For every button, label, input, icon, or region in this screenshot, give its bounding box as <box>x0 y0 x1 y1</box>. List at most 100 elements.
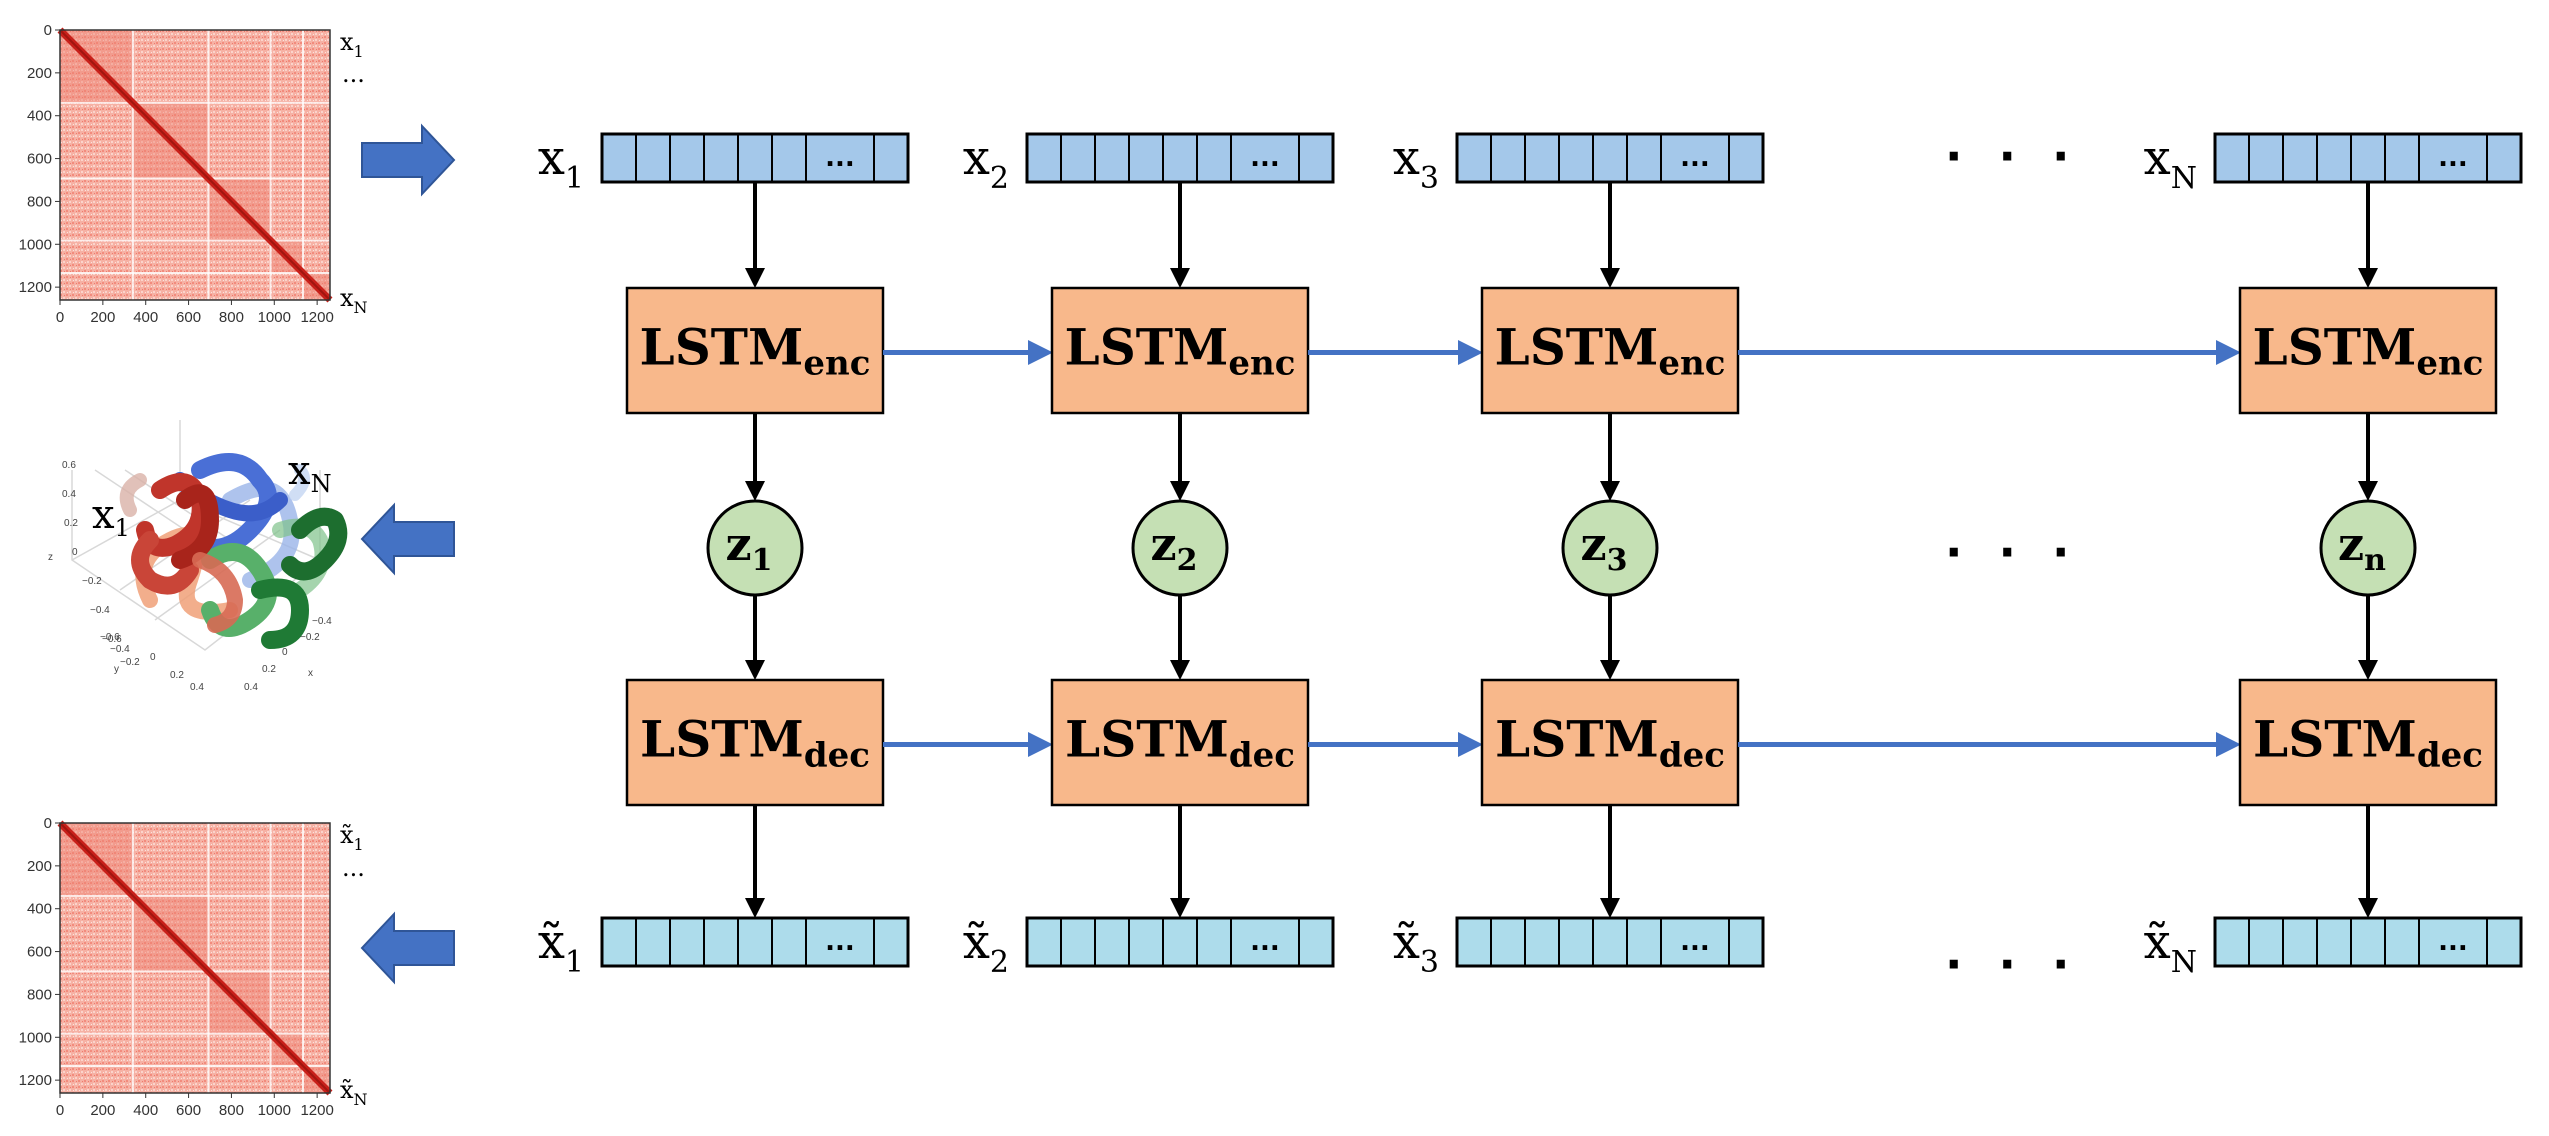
vector-ellipsis: ... <box>825 143 855 173</box>
heatmap-frame <box>59 29 331 301</box>
heatmap-x-tick: 400 <box>133 309 158 326</box>
heatmap-bottom-ellipsis: ... <box>342 854 365 882</box>
heatmap-bottom-label-first: x̃1 <box>340 821 364 854</box>
plot3d-x-tick: −0.4 <box>312 616 332 627</box>
output-vector <box>600 916 910 968</box>
plot3d-y-tick: 0 <box>150 652 156 663</box>
heatmap-y-tick: 1000 <box>19 236 52 253</box>
output-label: x̃1 <box>538 914 584 980</box>
plot3d-y-tick: −0.6 <box>100 632 120 643</box>
decoder-box-label: LSTMdec <box>2253 710 2483 776</box>
heatmap-y-tick: 800 <box>27 986 52 1003</box>
heatmap-diagonal-core <box>59 822 331 1094</box>
plot3d-axis-z-label: z <box>48 552 53 563</box>
output-vector <box>2213 916 2523 968</box>
reconstructed-contact-map: 0020020040040060060080080010001000120012… <box>19 815 334 1119</box>
input-vector <box>2213 132 2523 184</box>
vector-ellipsis: ... <box>2438 927 2468 957</box>
structure-3d-plot: 0.6 0.4 0.2 0 −0.2 −0.4 −0.6 z −0.6 −0.4… <box>48 420 348 693</box>
heatmap-bottom-label-last: x̃N <box>340 1076 368 1109</box>
arrow-to-structure-icon <box>360 502 455 576</box>
plot3d-z-tick: 0.4 <box>62 489 76 500</box>
encoder-box <box>625 286 885 415</box>
latent-ellipsis: · · · <box>1945 525 2079 579</box>
plot3d-y-tick: −0.4 <box>110 644 130 655</box>
vector-ellipsis: ... <box>1250 143 1280 173</box>
heatmap-x-tick: 1200 <box>300 1102 333 1119</box>
input-label: x3 <box>1393 130 1439 196</box>
heatmap-y-tick: 600 <box>27 151 52 168</box>
latent-label: z3 <box>1581 517 1628 578</box>
plot3d-z-tick: 0 <box>72 547 78 558</box>
plot3d-z-tick: −0.6 <box>102 634 122 645</box>
vector-ellipsis: ... <box>1680 927 1710 957</box>
heatmap-top-label-first: x1 <box>340 28 364 61</box>
heatmap-y-tick: 400 <box>27 108 52 125</box>
heatmap-frame <box>59 822 331 1094</box>
input-label: x2 <box>963 130 1009 196</box>
encoder-box-label: LSTMenc <box>2253 318 2484 384</box>
heatmap-y-tick: 400 <box>27 901 52 918</box>
plot3d-y-tick: −0.2 <box>120 657 140 668</box>
plot3d-z-tick: 0.2 <box>64 518 78 529</box>
output-label: x̃2 <box>963 914 1009 980</box>
decoder-box-label: LSTMdec <box>1065 710 1295 776</box>
decoder-box <box>2238 678 2498 807</box>
vector-ellipsis: ... <box>2438 143 2468 173</box>
encoder-box <box>1480 286 1740 415</box>
heatmap-x-tick: 200 <box>90 1102 115 1119</box>
encoder-box-label: LSTMenc <box>1495 318 1726 384</box>
latent-label: zn <box>2338 517 2386 578</box>
plot3d-x-tick: 0.2 <box>262 664 276 675</box>
heatmap-x-tick: 1000 <box>258 309 291 326</box>
heatmap-x-tick: 600 <box>176 1102 201 1119</box>
heatmap-top-label-last: xN <box>340 284 368 317</box>
heatmap-x-tick: 0 <box>56 309 64 326</box>
input-vector <box>1025 132 1335 184</box>
heatmap-y-tick: 800 <box>27 193 52 210</box>
decoder-box <box>1050 678 1310 807</box>
plot3d-z-ticks: 0.6 0.4 0.2 0 −0.2 −0.4 −0.6 <box>62 460 122 645</box>
decoder-box-label: LSTMdec <box>1495 710 1725 776</box>
plot3d-label-start: x1 <box>92 492 130 542</box>
heatmap-top-ellipsis: ... <box>342 60 365 88</box>
plot3d-y-tick: 0.4 <box>190 682 204 693</box>
input-vector <box>1455 132 1765 184</box>
plot3d-axis-x-label: x <box>308 668 313 679</box>
encoder-box-label: LSTMenc <box>640 318 871 384</box>
encoder-box <box>1050 286 1310 415</box>
heatmap-y-tick: 1200 <box>19 1072 52 1089</box>
heatmap-x-tick: 0 <box>56 1102 64 1119</box>
vector-ellipsis: ... <box>1250 927 1280 957</box>
heatmap-x-tick: 800 <box>219 309 244 326</box>
input-label: x1 <box>538 130 584 196</box>
heatmap-x-tick: 200 <box>90 309 115 326</box>
input-vector <box>600 132 910 184</box>
decoder-box <box>1480 678 1740 807</box>
heatmap-bottom: 0020020040040060060080080010001000120012… <box>19 815 334 1119</box>
latent-label: z1 <box>726 517 773 578</box>
heatmap-x-tick: 600 <box>176 309 201 326</box>
plot3d-z-tick: 0.6 <box>62 460 76 471</box>
vector-ellipsis: ... <box>825 927 855 957</box>
plot3d-axis-y-label: y <box>114 664 119 675</box>
input-contact-map: 0020020040040060060080080010001000120012… <box>19 22 334 326</box>
output-ellipsis: · · · <box>1945 937 2079 991</box>
plot3d-x-ticks: −0.4 −0.2 0 0.2 0.4 <box>244 616 332 693</box>
heatmap-y-tick: 0 <box>44 22 52 39</box>
heatmap-y-tick: 200 <box>27 65 52 82</box>
plot3d-x-tick: −0.2 <box>300 632 320 643</box>
input-ellipsis: · · · <box>1945 129 2079 183</box>
decoder-box <box>625 678 885 807</box>
latent-label: z2 <box>1151 517 1198 578</box>
vector-ellipsis: ... <box>1680 143 1710 173</box>
heatmap-x-tick: 1000 <box>258 1102 291 1119</box>
plot3d-x-tick: 0.4 <box>244 682 258 693</box>
heatmap-y-tick: 1000 <box>19 1029 52 1046</box>
arrow-to-reconstruction-icon <box>360 911 455 985</box>
